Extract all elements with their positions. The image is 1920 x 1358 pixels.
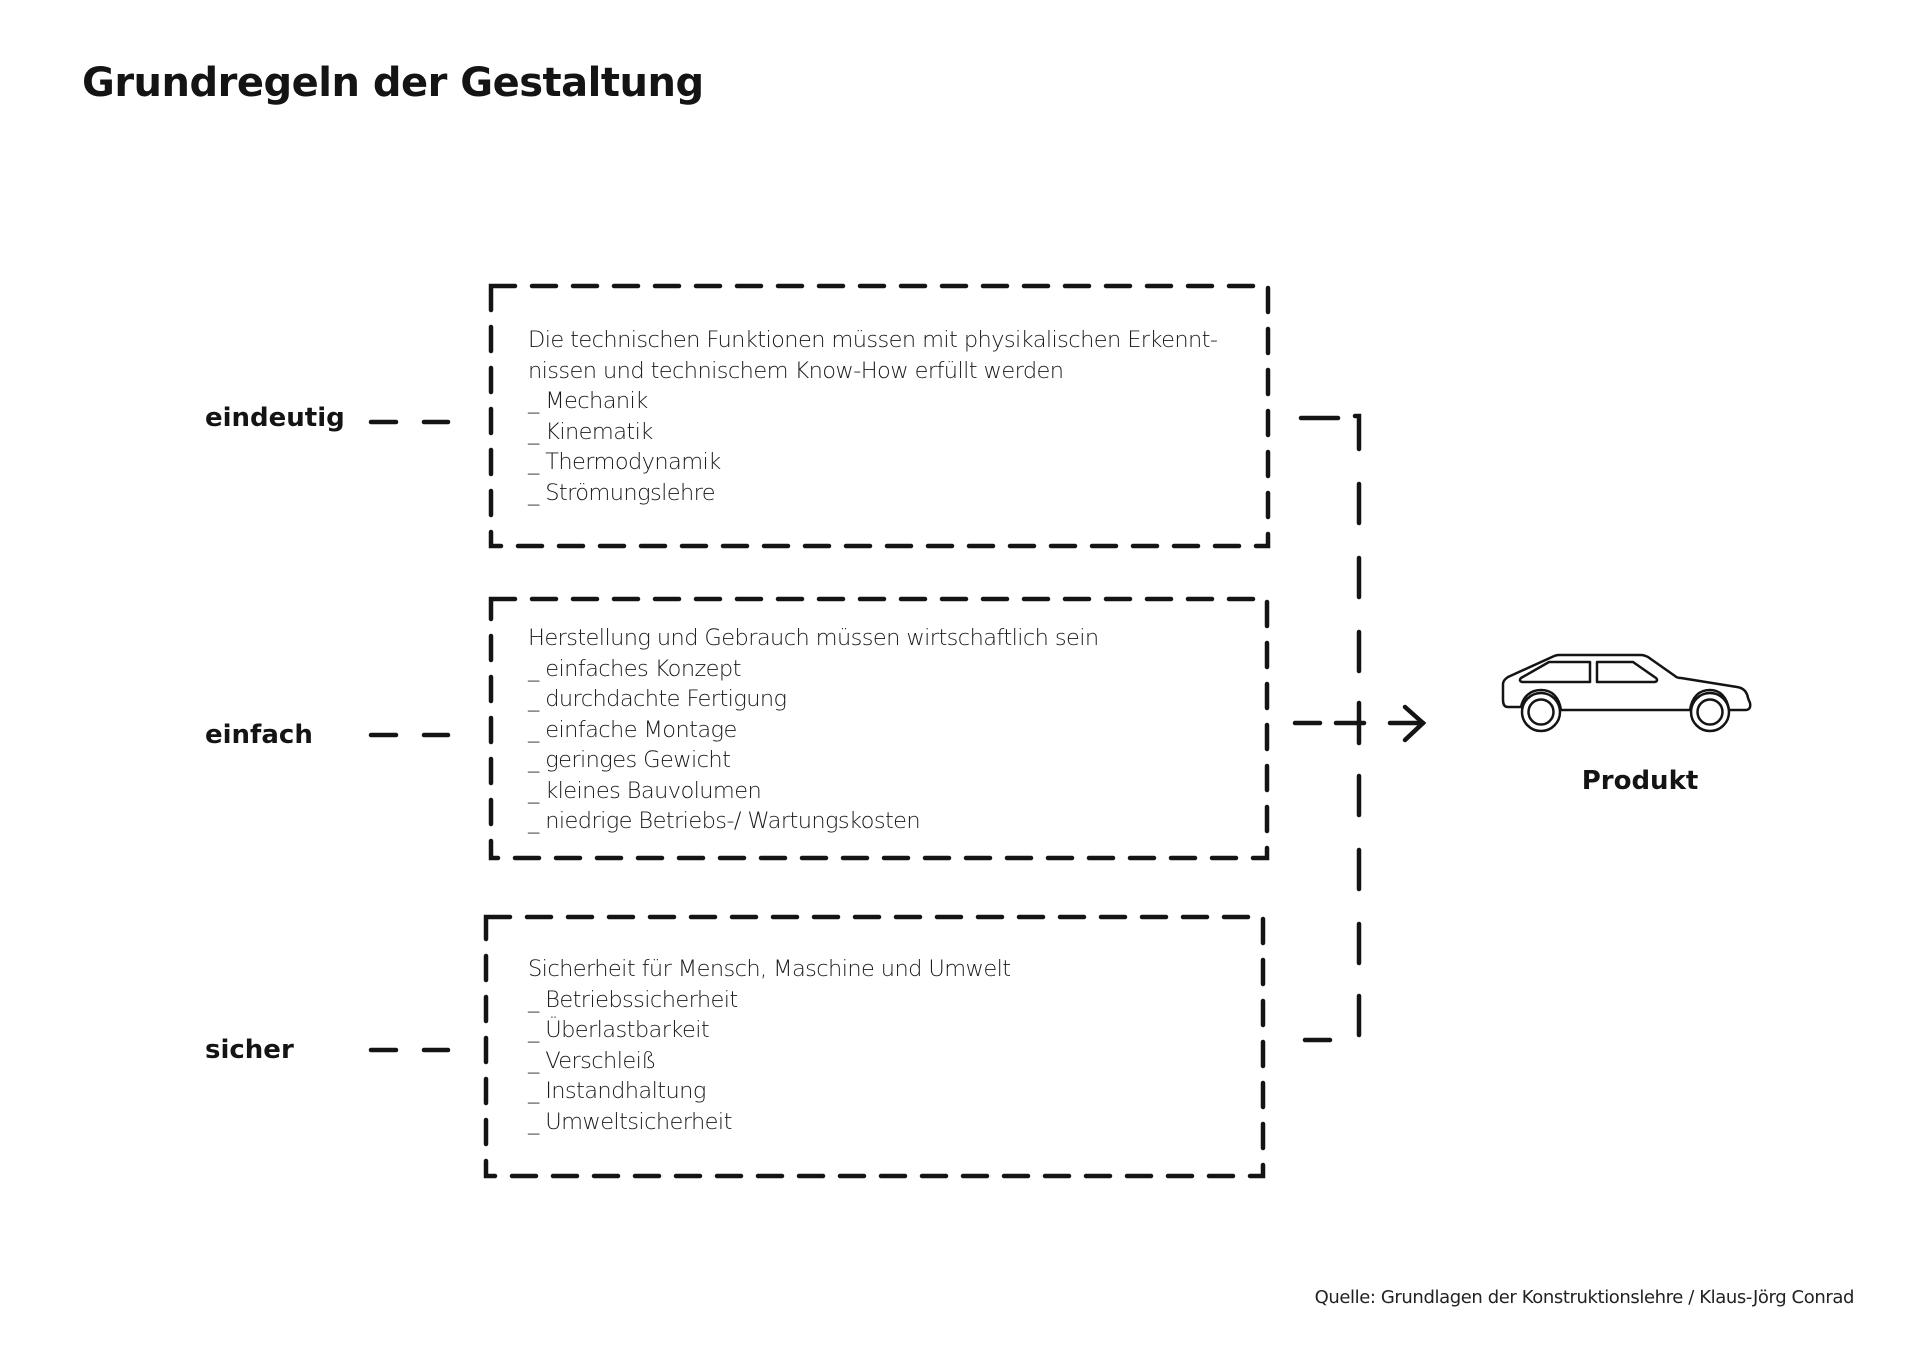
rule-box-einfach <box>488 596 1270 861</box>
rule-heading-line: Sicherheit für Mensch, Maschine und Umwe… <box>528 956 1011 982</box>
source-citation: Quelle: Grundlagen der Konstruktionslehr… <box>1314 1287 1855 1308</box>
list-item: _ Kinematik <box>528 418 653 445</box>
product-label: Produkt <box>1581 766 1699 796</box>
rule-text-einfach: Herstellung und Gebrauch müssen wirtscha… <box>528 623 1099 837</box>
page-title: Grundregeln der Gestaltung <box>82 60 704 106</box>
label-eindeutig: eindeutig <box>205 403 345 433</box>
list-item: _ Instandhaltung <box>528 1078 706 1104</box>
rule-box-eindeutig <box>488 283 1271 549</box>
arrow-to-product <box>1292 704 1427 743</box>
list-item: _ Überlastbarkeit <box>528 1017 710 1043</box>
list-item: _ Umweltsicherheit <box>528 1108 732 1135</box>
rule-box-sicher <box>483 914 1266 1179</box>
list-item: _ einfache Montage <box>528 716 737 743</box>
list-item: _ niedrige Betriebs-/ Wartungskosten <box>528 808 921 834</box>
list-item: _ durchdachte Fertigung <box>528 686 787 712</box>
list-item: _ Verschleiß <box>528 1047 656 1074</box>
list-item: _ Mechanik <box>528 388 648 414</box>
list-item: _ geringes Gewicht <box>528 747 731 773</box>
list-item: _ kleines Bauvolumen <box>528 777 762 804</box>
list-item: _ Strömungslehre <box>528 479 716 506</box>
label-einfach: einfach <box>205 720 313 750</box>
car-icon <box>1501 653 1752 733</box>
list-item: _ Betriebssicherheit <box>528 986 738 1013</box>
rule-heading-line: nissen und technischem Know-How erfüllt … <box>528 357 1064 384</box>
rule-text-eindeutig: Die technischen Funktionen müssen mit ph… <box>528 325 1218 508</box>
list-item: _ Thermodynamik <box>528 449 721 475</box>
label-sicher: sicher <box>205 1035 294 1065</box>
rule-heading-line: Die technischen Funktionen müssen mit ph… <box>528 327 1218 353</box>
list-item: _ einfaches Konzept <box>528 655 741 682</box>
rule-text-sicher: Sicherheit für Mensch, Maschine und Umwe… <box>528 954 1011 1137</box>
collector-line <box>1298 413 1362 1043</box>
rule-heading-line: Herstellung und Gebrauch müssen wirtscha… <box>528 625 1099 651</box>
